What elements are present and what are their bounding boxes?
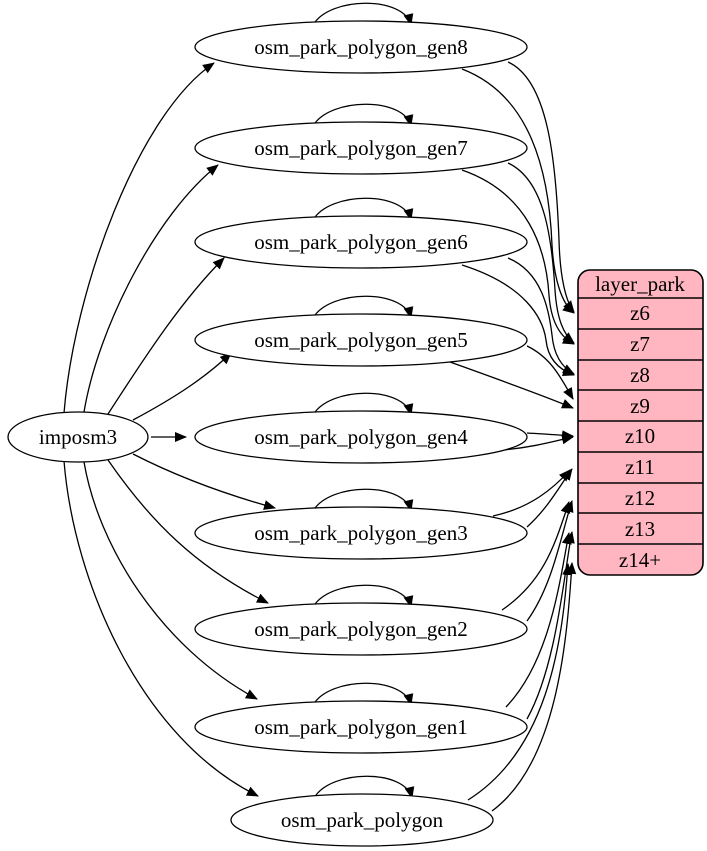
edge-gen2-to-z12-b	[501, 501, 571, 611]
edge-gen7-to-z7	[507, 162, 575, 344]
gen3-ellipse	[194, 506, 528, 560]
gen7-label: osm_park_polygon_gen7	[254, 136, 467, 160]
self-loop-gen4	[312, 392, 414, 416]
imposm3-ellipse	[7, 411, 149, 463]
layer-park-row-z12: z12	[625, 486, 655, 510]
self-loop-gen6	[312, 197, 414, 221]
gen6-label: osm_park_polygon_gen6	[254, 230, 467, 254]
node-osm-park-polygon-gen2: osm_park_polygon_gen2	[194, 602, 528, 656]
self-loop-gen5	[312, 295, 414, 319]
edge-gen1-to-z13	[526, 531, 575, 720]
self-loop-edges	[312, 2, 415, 799]
gen8-ellipse	[194, 20, 528, 74]
gen4-ellipse	[194, 410, 528, 464]
edge-gen4-to-z10-b	[502, 434, 574, 451]
edge-gen4-to-z10	[526, 430, 574, 441]
table-to-layer-edges	[449, 61, 577, 812]
gen5-label: osm_park_polygon_gen5	[254, 328, 467, 352]
layer-park-row-z11: z11	[625, 455, 655, 479]
node-osm-park-polygon-gen7: osm_park_polygon_gen7	[194, 121, 528, 175]
self-loop-gen1	[312, 682, 414, 706]
edge-imposm3-to-gen5	[132, 352, 232, 421]
edge-imposm3-to-gen6	[107, 257, 225, 415]
edge-imposm3-to-polygon	[63, 460, 259, 797]
self-loop-gen3	[312, 488, 414, 512]
self-loop-gen2	[312, 584, 414, 608]
layer-park-title: layer_park	[595, 272, 685, 296]
edge-imposm3-to-gen3	[132, 453, 276, 510]
edge-gen1-to-z13-b	[505, 532, 572, 708]
gen1-ellipse	[194, 700, 528, 754]
gen8-label: osm_park_polygon_gen8	[254, 35, 467, 59]
polygon-ellipse	[230, 793, 494, 847]
node-osm-park-polygon-gen5: osm_park_polygon_gen5	[194, 313, 528, 367]
edge-gen5-to-z9-b	[449, 361, 574, 409]
layer-park-border	[577, 269, 704, 576]
edge-imposm3-to-gen7	[83, 164, 219, 413]
edge-polygon-to-z14	[491, 562, 577, 812]
gen1-label: osm_park_polygon_gen1	[254, 715, 467, 739]
edge-gen3-to-z11-b	[492, 469, 571, 517]
node-osm-park-polygon: osm_park_polygon	[230, 793, 494, 847]
gen5-ellipse	[194, 313, 528, 367]
gen6-ellipse	[194, 215, 528, 269]
self-loop-gen7	[312, 103, 414, 127]
edge-gen6-to-z8-b	[461, 264, 575, 377]
self-loop-gen8	[312, 2, 414, 26]
edge-polygon-to-z14-b	[467, 563, 573, 801]
node-layer-park: layer_park z6 z7 z8 z9 z10 z11 z12 z13 z…	[577, 269, 704, 576]
edge-gen3-to-z11	[526, 468, 573, 528]
gen3-label: osm_park_polygon_gen3	[254, 521, 467, 545]
layer-park-row-z10: z10	[625, 424, 655, 448]
layer-park-row-z9: z9	[630, 394, 650, 418]
layer-park-row-z13: z13	[625, 517, 655, 541]
self-loop-polygon	[313, 775, 415, 799]
polygon-label: osm_park_polygon	[281, 808, 444, 832]
imposm3-label: imposm3	[39, 425, 117, 449]
node-imposm3: imposm3	[7, 411, 149, 463]
gen7-ellipse	[194, 121, 528, 175]
edge-gen8-to-z6	[507, 61, 575, 313]
edge-imposm3-to-gen1	[83, 461, 258, 700]
node-osm-park-polygon-gen1: osm_park_polygon_gen1	[194, 700, 528, 754]
edge-gen8-to-z6-b	[461, 68, 575, 314]
node-osm-park-polygon-gen3: osm_park_polygon_gen3	[194, 506, 528, 560]
layer-park-outline	[578, 270, 703, 575]
edge-gen5-to-z9	[526, 345, 574, 400]
edge-gen7-to-z7-b	[461, 169, 575, 345]
edge-gen6-to-z8	[507, 257, 575, 375]
edge-gen2-to-z12	[526, 500, 574, 622]
layer-park-row-z14: z14+	[619, 548, 661, 572]
node-osm-park-polygon-gen6: osm_park_polygon_gen6	[194, 215, 528, 269]
edge-imposm3-to-gen8	[63, 62, 215, 414]
edge-imposm3-to-gen2	[107, 459, 269, 604]
layer-park-row-z8: z8	[630, 363, 650, 387]
edges-imposm3-to-tables	[63, 62, 276, 797]
layer-park-row-z7: z7	[630, 332, 650, 356]
node-osm-park-polygon-gen8: osm_park_polygon_gen8	[194, 20, 528, 74]
node-osm-park-polygon-gen4: osm_park_polygon_gen4	[194, 410, 528, 464]
gen2-label: osm_park_polygon_gen2	[254, 617, 467, 641]
gen2-ellipse	[194, 602, 528, 656]
layer-park-row-z6: z6	[630, 301, 650, 325]
gen4-label: osm_park_polygon_gen4	[254, 425, 468, 449]
